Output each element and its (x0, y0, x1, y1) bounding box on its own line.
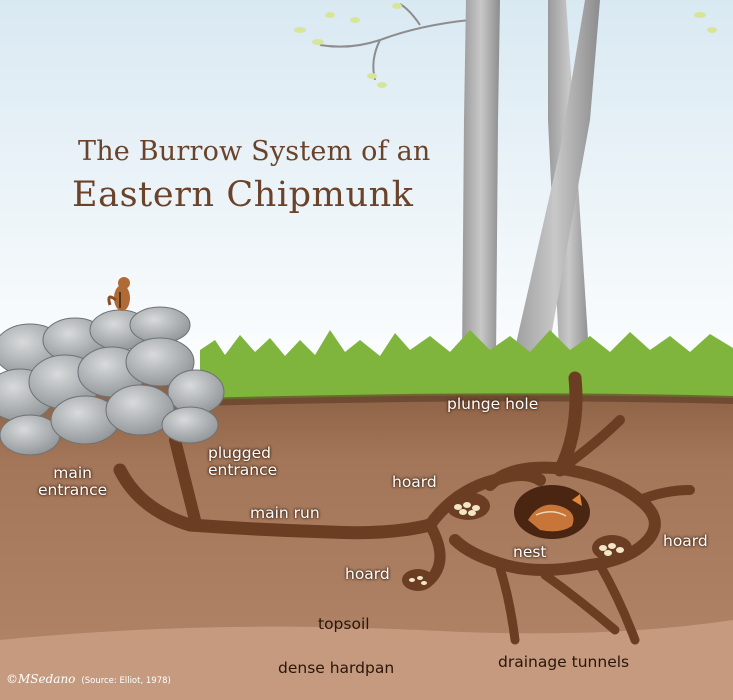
label-hoard-lower: hoard (345, 565, 390, 583)
label-hoard-right: hoard (663, 532, 708, 550)
title-line-1: The Burrow System of an (78, 136, 431, 167)
chipmunk-on-rocks (107, 277, 130, 311)
label-dense-hardpan: dense hardpan (278, 659, 395, 677)
hardpan (0, 620, 733, 700)
credit: ©MSedano (Source: Elliot, 1978) (6, 672, 171, 686)
hoard-seeds-upper (454, 502, 480, 516)
label-main-run: main run (250, 504, 320, 522)
hoard-chamber-lower (402, 569, 434, 591)
credit-source: (Source: Elliot, 1978) (81, 676, 171, 686)
grass (200, 330, 733, 400)
label-plugged-entrance-line2: entrance (208, 461, 278, 479)
label-plunge-hole: plunge hole (447, 395, 539, 413)
label-hoard-upper: hoard (392, 473, 437, 491)
title-line-2: Eastern Chipmunk (72, 175, 414, 215)
tunnels (113, 371, 695, 645)
label-drainage-tunnels: drainage tunnels (498, 653, 630, 671)
label-main-entrance-line1: main (53, 464, 92, 482)
label-plugged-entrance: plugged entrance (208, 445, 277, 479)
label-main-entrance-line2: entrance (38, 481, 108, 499)
hoard-seeds-right (599, 543, 624, 556)
rock-pile (0, 306, 225, 456)
label-main-entrance: main entrance (38, 465, 107, 499)
label-plugged-entrance-line1: plugged (208, 444, 272, 462)
label-nest: nest (513, 543, 547, 561)
leaves (294, 3, 717, 88)
credit-artist: ©MSedano (6, 672, 76, 686)
label-topsoil: topsoil (318, 615, 370, 633)
tree-trunks (462, 0, 600, 370)
nest-chipmunk (528, 504, 574, 532)
hoard-seeds-lower (409, 576, 427, 585)
